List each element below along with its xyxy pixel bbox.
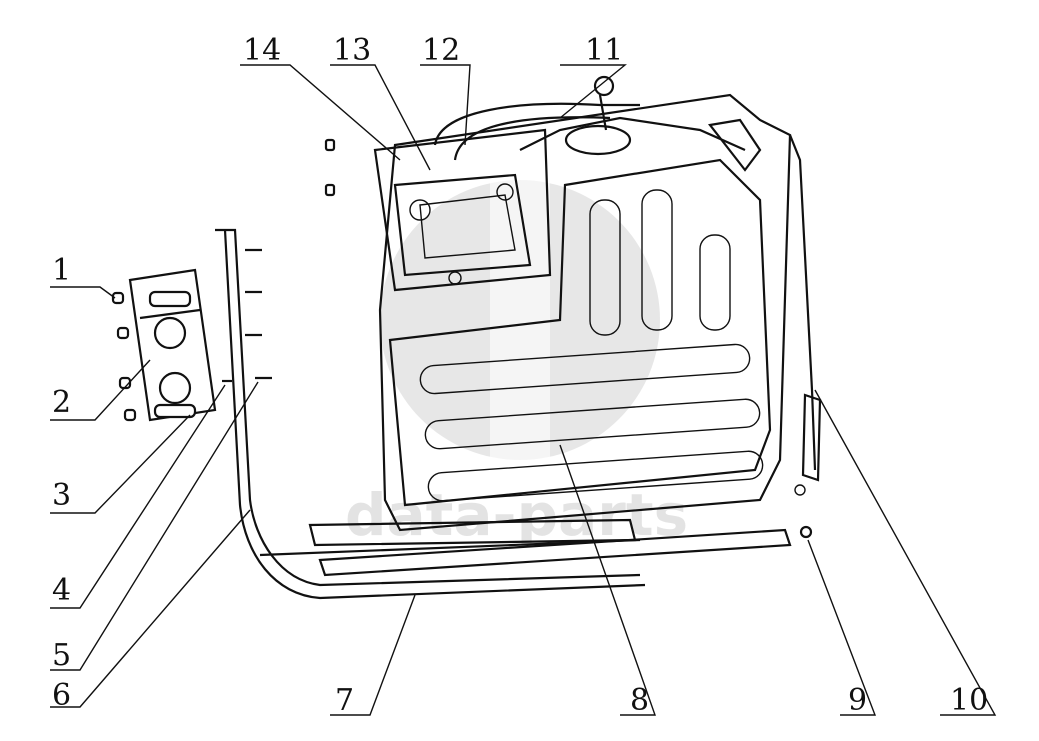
mounting-bracket (128, 268, 217, 422)
tank-strap (788, 134, 822, 496)
nut-icon (324, 138, 336, 152)
fuel-tank-body (378, 93, 792, 532)
bolts (111, 138, 813, 539)
callout-10: 10 (950, 683, 988, 718)
callout-11: 11 (585, 33, 623, 68)
callout-5: 5 (52, 638, 71, 673)
washer-icon (799, 525, 813, 539)
filler-neck (564, 75, 762, 172)
nut-icon (116, 326, 130, 340)
callout-9: 9 (848, 683, 867, 718)
callout-1: 1 (52, 253, 71, 288)
nut-icon (111, 291, 125, 305)
callout-8: 8 (630, 683, 649, 718)
support-rail (215, 228, 792, 600)
callout-3: 3 (52, 478, 71, 513)
watermark-text: data-parts (345, 481, 688, 549)
nut-icon (123, 408, 137, 422)
callout-7: 7 (335, 683, 354, 718)
callout-13: 13 (333, 33, 371, 68)
nut-icon (324, 183, 336, 197)
callout-labels: 1 2 3 4 5 6 7 8 9 10 11 12 13 14 (52, 33, 988, 718)
callout-12: 12 (422, 33, 460, 68)
callout-4: 4 (52, 573, 71, 608)
sender-unit (373, 102, 746, 292)
callout-6: 6 (52, 678, 71, 713)
leader-lines (50, 64, 997, 716)
watermark-logo: data-parts (345, 160, 688, 549)
callout-2: 2 (52, 385, 71, 420)
callout-14: 14 (243, 33, 281, 68)
